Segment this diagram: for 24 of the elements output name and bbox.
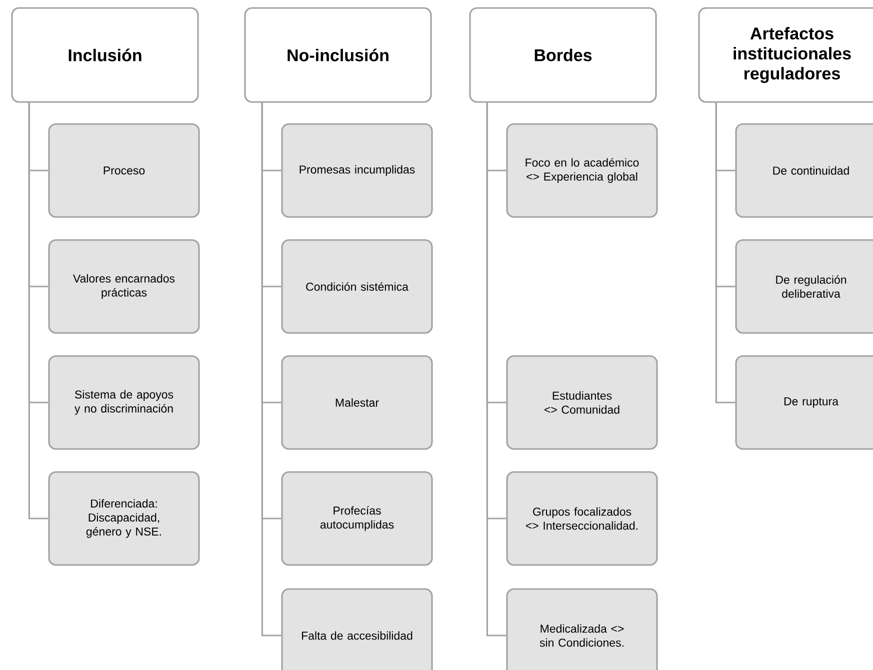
item-box: De regulación deliberativa bbox=[735, 239, 873, 334]
item-box: Profecías autocumplidas bbox=[281, 471, 433, 566]
item-box: Foco en lo académico <> Experiencia global bbox=[506, 123, 658, 218]
category-box: Inclusión bbox=[11, 7, 199, 103]
item-box: Malestar bbox=[281, 355, 433, 450]
item-box: Estudiantes <> Comunidad bbox=[506, 355, 658, 450]
connector-line bbox=[261, 102, 282, 636]
item-box: De continuidad bbox=[735, 123, 873, 218]
connector-line bbox=[715, 102, 736, 404]
item-box: Promesas incumplidas bbox=[281, 123, 433, 218]
connector-line bbox=[486, 102, 506, 636]
category-box: Artefactos institucionales reguladores bbox=[698, 7, 873, 103]
category-box: Bordes bbox=[469, 7, 657, 103]
item-box: Grupos focalizados <> Interseccionalidad. bbox=[506, 471, 658, 566]
item-box: Condición sistémica bbox=[281, 239, 433, 334]
connector-line bbox=[28, 102, 48, 520]
item-box: De ruptura bbox=[735, 355, 873, 450]
item-box: Valores encarnados prácticas bbox=[48, 239, 200, 334]
item-box: Proceso bbox=[48, 123, 200, 218]
category-box: No-inclusión bbox=[244, 7, 432, 103]
item-box: Sistema de apoyos y no discriminación bbox=[48, 355, 200, 450]
item-box: Falta de accesibilidad bbox=[281, 588, 433, 670]
item-box: Diferenciada: Discapacidad, género y NSE. bbox=[48, 471, 200, 566]
item-box: Medicalizada <> sin Condiciones. bbox=[506, 588, 658, 670]
